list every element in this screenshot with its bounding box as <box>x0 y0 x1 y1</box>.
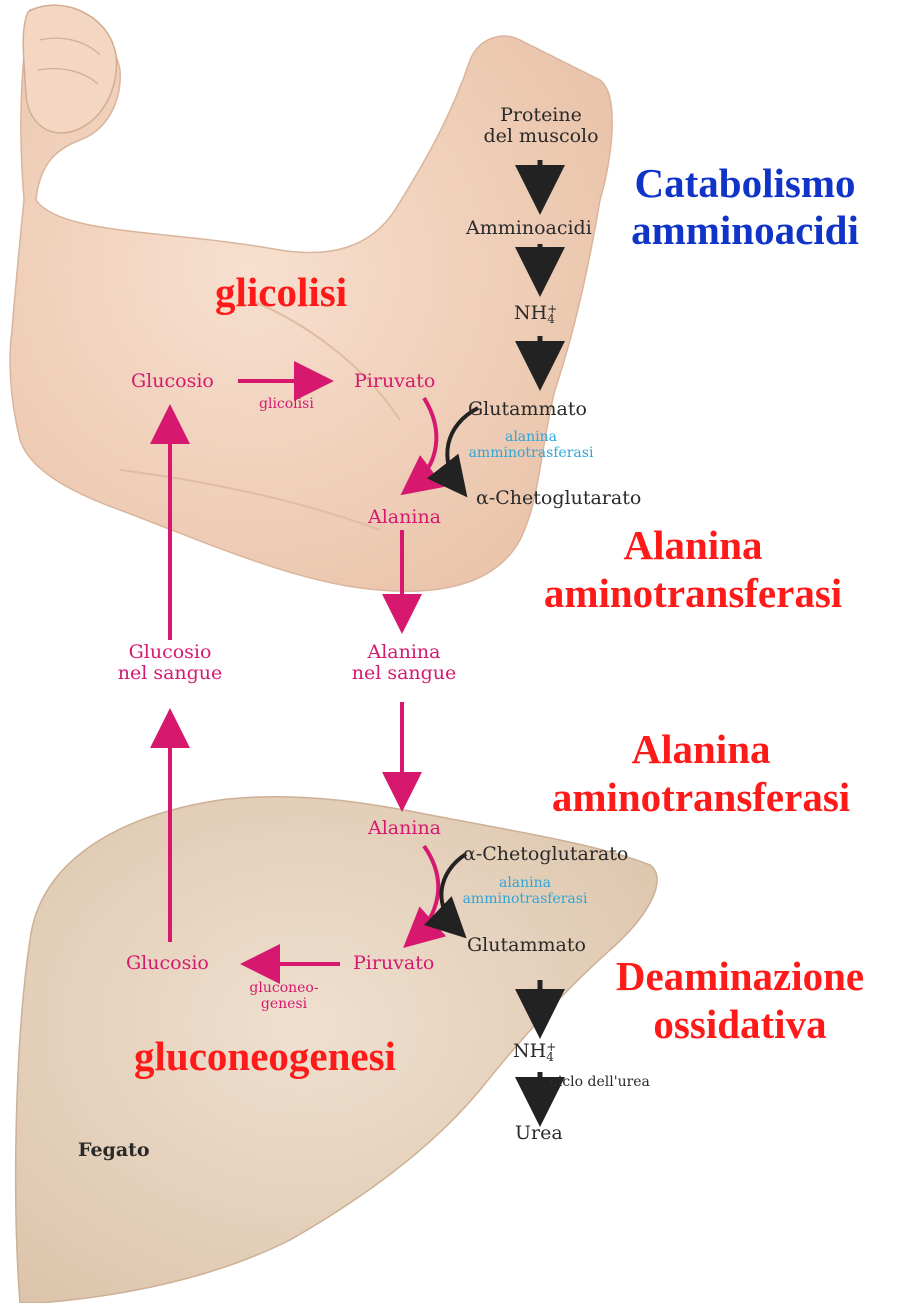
annotation-amino-acid-catabolism: Catabolismo amminoacidi <box>600 160 890 254</box>
label-alanine-liver: Alanina <box>368 818 441 839</box>
annotation-gluconeogenesis: gluconeogenesi <box>134 1034 396 1080</box>
label-urea-cycle: ciclo dell'urea <box>550 1075 650 1091</box>
label-glycolysis-small: glicolisi <box>259 397 314 413</box>
label-gluconeogenesis-small: gluconeo- genesi <box>238 981 330 1012</box>
label-pyruvate-muscle: Piruvato <box>354 371 435 392</box>
label-alpha-ketoglutarate-muscle: α-Chetoglutarato <box>476 488 641 509</box>
label-ammonium-liver: NH+4 <box>513 1040 556 1062</box>
label-enzyme-liver: alanina amminotrasferasi <box>440 876 610 907</box>
label-alanine-muscle: Alanina <box>368 507 441 528</box>
label-alpha-ketoglutarate-liver: α-Chetoglutarato <box>463 844 628 865</box>
label-glucose-muscle: Glucosio <box>131 371 214 392</box>
label-liver: Fegato <box>78 1140 150 1161</box>
label-blood-alanine: Alanina nel sangue <box>334 642 474 685</box>
label-muscle-proteins: Proteine del muscolo <box>470 105 612 148</box>
label-glucose-liver: Glucosio <box>126 953 209 974</box>
annotation-alanine-aminotransferase-2: Alanina aminotransferasi <box>520 726 882 821</box>
annotation-glycolysis: glicolisi <box>215 270 347 316</box>
label-urea: Urea <box>515 1123 563 1144</box>
label-blood-glucose: Glucosio nel sangue <box>100 642 240 685</box>
label-glutamate-muscle: Glutammato <box>468 399 587 420</box>
annotation-alanine-aminotransferase-1: Alanina aminotransferasi <box>512 522 874 617</box>
label-ammonium-muscle: NH+4 <box>514 302 557 324</box>
label-pyruvate-liver: Piruvato <box>353 953 434 974</box>
label-amino-acids: Amminoacidi <box>466 218 592 239</box>
annotation-oxidative-deamination: Deaminazione ossidativa <box>588 952 892 1049</box>
label-enzyme-muscle: alanina amminotrasferasi <box>446 430 616 461</box>
label-glutamate-liver: Glutammato <box>467 935 586 956</box>
